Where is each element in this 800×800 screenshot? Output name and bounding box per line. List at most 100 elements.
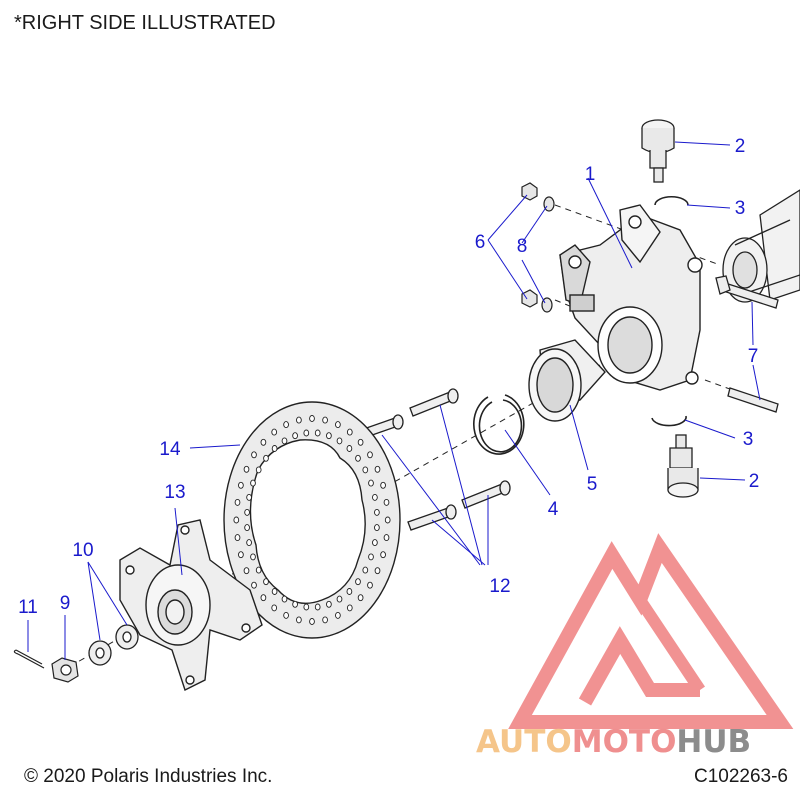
rotor-hole [255,466,262,474]
rotor-hole [346,445,353,452]
rotor-hole [234,498,241,506]
rotor-hole [309,618,315,625]
automotohub-logo [508,533,794,729]
rotor-hole [368,553,374,561]
rotor-hole [250,479,256,487]
rotor-hole [326,432,332,440]
rotor-hole [380,551,386,559]
wordmark-part-auto: AUTO [476,724,572,760]
rotor-hole [271,588,278,595]
rotor-hole [346,588,353,595]
nuts-washers [521,182,555,313]
castle-nut [51,657,79,683]
callout-4: 4 [548,499,559,520]
rotor-hole [374,567,381,575]
rotor-hole [322,416,328,424]
rotor-hole [372,493,378,501]
hub-washers [88,624,139,666]
rotor-hole [260,594,267,602]
callout-9: 9 [60,593,71,614]
rotor-hole [255,566,262,574]
callout-8: 8 [517,236,528,257]
callout-12: 12 [489,576,510,597]
rotor-hole [283,611,289,619]
rotor-hole [384,516,391,524]
rotor-hole [346,604,353,612]
rotor-hole [271,604,278,612]
rotor-hole [243,567,250,575]
rotor-hole [314,429,321,437]
rotor-hole [335,421,341,429]
callout-5: 5 [587,474,598,495]
rotor-hole [271,428,278,436]
rotor-hole [281,437,288,445]
rotor-hole [367,451,373,459]
wheel-hub [119,519,263,691]
callout-10: 10 [72,540,93,561]
rotor-hole [357,438,364,446]
rotor-hole [296,616,302,624]
retaining-rings [651,195,689,427]
rotor-hole [374,465,381,473]
rotor-hole [238,551,244,559]
rotor-hole [244,524,250,532]
callout-2a: 2 [735,136,746,157]
rotor-hole [246,493,252,501]
wordmark-part-hub: HUB [676,724,751,760]
rotor-hole [322,616,328,624]
rotor-hole [314,603,321,611]
rotor-hole [336,437,343,445]
rotor-hole [346,428,353,436]
rotor-hole [374,508,380,516]
callout-14: 14 [159,439,181,460]
rotor-hole [292,600,298,608]
wordmark-part-moto: MOTO [572,724,677,760]
callout-6: 6 [475,232,486,253]
brake-rotor [223,401,401,639]
rotor-hole [383,534,390,542]
rotor-hole [374,524,380,532]
rotor-hole [355,454,361,462]
rotor-hole [251,451,257,459]
rotor-hole [263,454,269,462]
rotor-hole [296,416,302,424]
knuckle-bolts [715,275,779,413]
rotor-hole [367,581,373,589]
rotor-hole [243,465,250,473]
callout-11: 11 [18,597,38,618]
rotor-hole [383,498,390,506]
callout-7: 7 [748,346,759,367]
rotor-hole [362,466,369,474]
callout-3a: 3 [735,198,746,219]
ball-joint-upper [641,119,675,183]
rotor-hole [292,432,298,440]
knuckle [559,204,703,391]
axle-shaft [722,189,800,303]
rotor-hole [335,611,341,619]
rotor-hole [281,595,288,603]
rotor-hole [246,539,252,547]
rotor-hole [368,479,374,487]
callout-13: 13 [164,482,185,503]
rotor-hole [355,578,361,586]
cotter-pin [13,649,45,669]
rotor-hole [372,539,378,547]
rotor-hole [263,578,269,586]
rotor-hole [271,445,278,452]
callout-3b: 3 [743,429,754,450]
drawing-code: C102263-6 [693,766,788,787]
callout-2b: 2 [749,471,760,492]
rotor-hole [238,481,244,489]
rotor-hole [250,553,256,561]
header-note: *RIGHT SIDE ILLUSTRATED [14,12,276,34]
wheel-bearing [528,339,606,422]
automotohub-wordmark: AUTOMOTOHUB [476,724,751,760]
rotor-hole [251,581,257,589]
ball-joint-lower [667,434,699,498]
rotor-hole [303,429,310,437]
rotor-hole [336,595,343,603]
rotor-hole [233,516,240,524]
rotor-hole [362,566,369,574]
